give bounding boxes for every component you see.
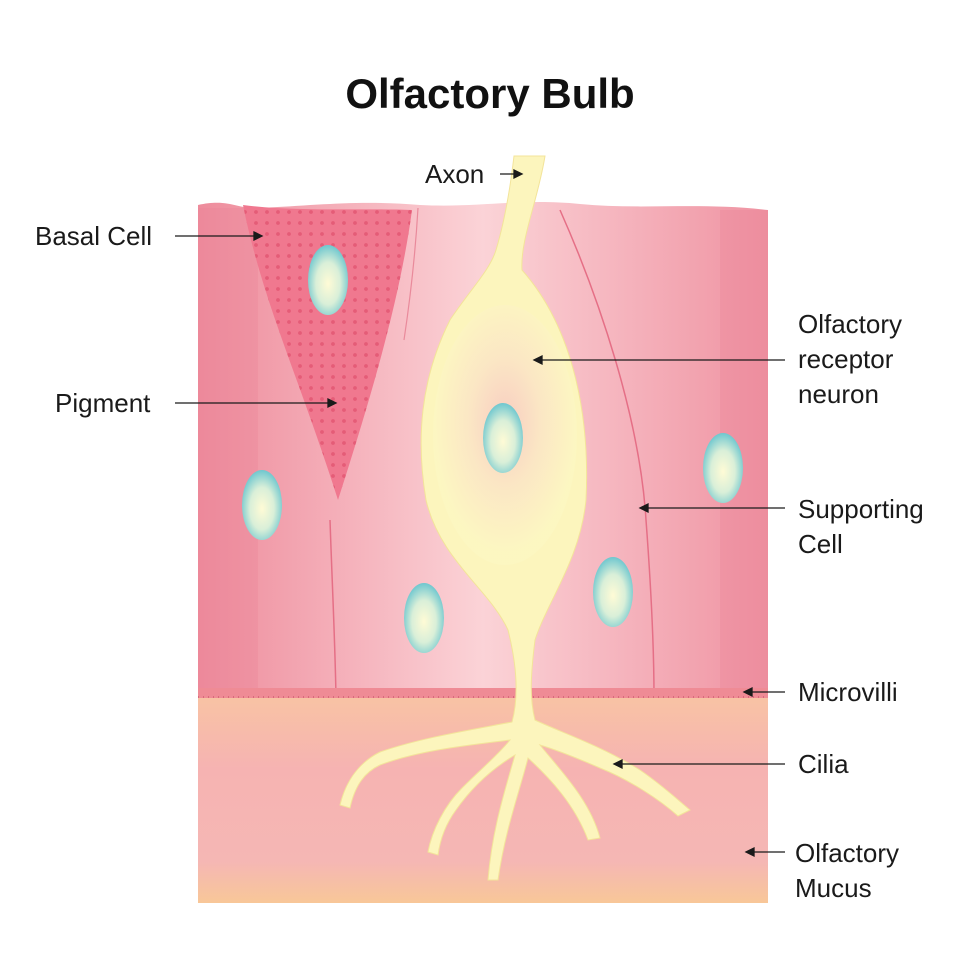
label-microvilli: Microvilli bbox=[798, 677, 898, 707]
label-line: Olfactory bbox=[798, 309, 903, 339]
label-axon: Axon bbox=[425, 159, 485, 189]
nucleus bbox=[308, 245, 348, 315]
arrowhead bbox=[638, 502, 649, 514]
nucleus bbox=[404, 583, 444, 653]
label-olfactory-receptor-neuron: Olfactory receptor neuron bbox=[798, 307, 902, 412]
arrowhead bbox=[253, 230, 264, 242]
arrowhead bbox=[612, 758, 623, 770]
cell-boundary bbox=[403, 207, 419, 341]
nucleus bbox=[703, 433, 743, 503]
label-line: Mucus bbox=[795, 873, 872, 903]
label-olfactory-mucus: Olfactory Mucus bbox=[795, 836, 899, 906]
label-line: neuron bbox=[798, 379, 879, 409]
arrowhead bbox=[742, 686, 753, 698]
nucleus bbox=[593, 557, 633, 627]
label-supporting-cell: Supporting Cell bbox=[798, 492, 924, 562]
label-basal-cell: Basal Cell bbox=[35, 221, 153, 251]
arrowhead bbox=[513, 168, 524, 180]
cell-boundary bbox=[559, 209, 655, 698]
nucleus bbox=[242, 470, 282, 540]
supporting-cell-shade bbox=[198, 208, 258, 697]
arrowhead bbox=[327, 397, 338, 409]
label-line: Supporting bbox=[798, 494, 924, 524]
microvilli-band bbox=[198, 688, 768, 698]
label-cilia: Cilia bbox=[798, 749, 849, 779]
nucleus bbox=[483, 403, 523, 473]
cell-boundary bbox=[329, 519, 337, 698]
basal-cell-pigment bbox=[243, 205, 412, 500]
label-line: Cell bbox=[798, 529, 843, 559]
label-pigment: Pigment bbox=[55, 388, 151, 418]
arrowhead bbox=[744, 846, 755, 858]
arrowhead bbox=[532, 354, 543, 366]
diagram-title: Olfactory Bulb bbox=[345, 70, 635, 117]
label-line: receptor bbox=[798, 344, 894, 374]
label-line: Olfactory bbox=[795, 838, 900, 868]
